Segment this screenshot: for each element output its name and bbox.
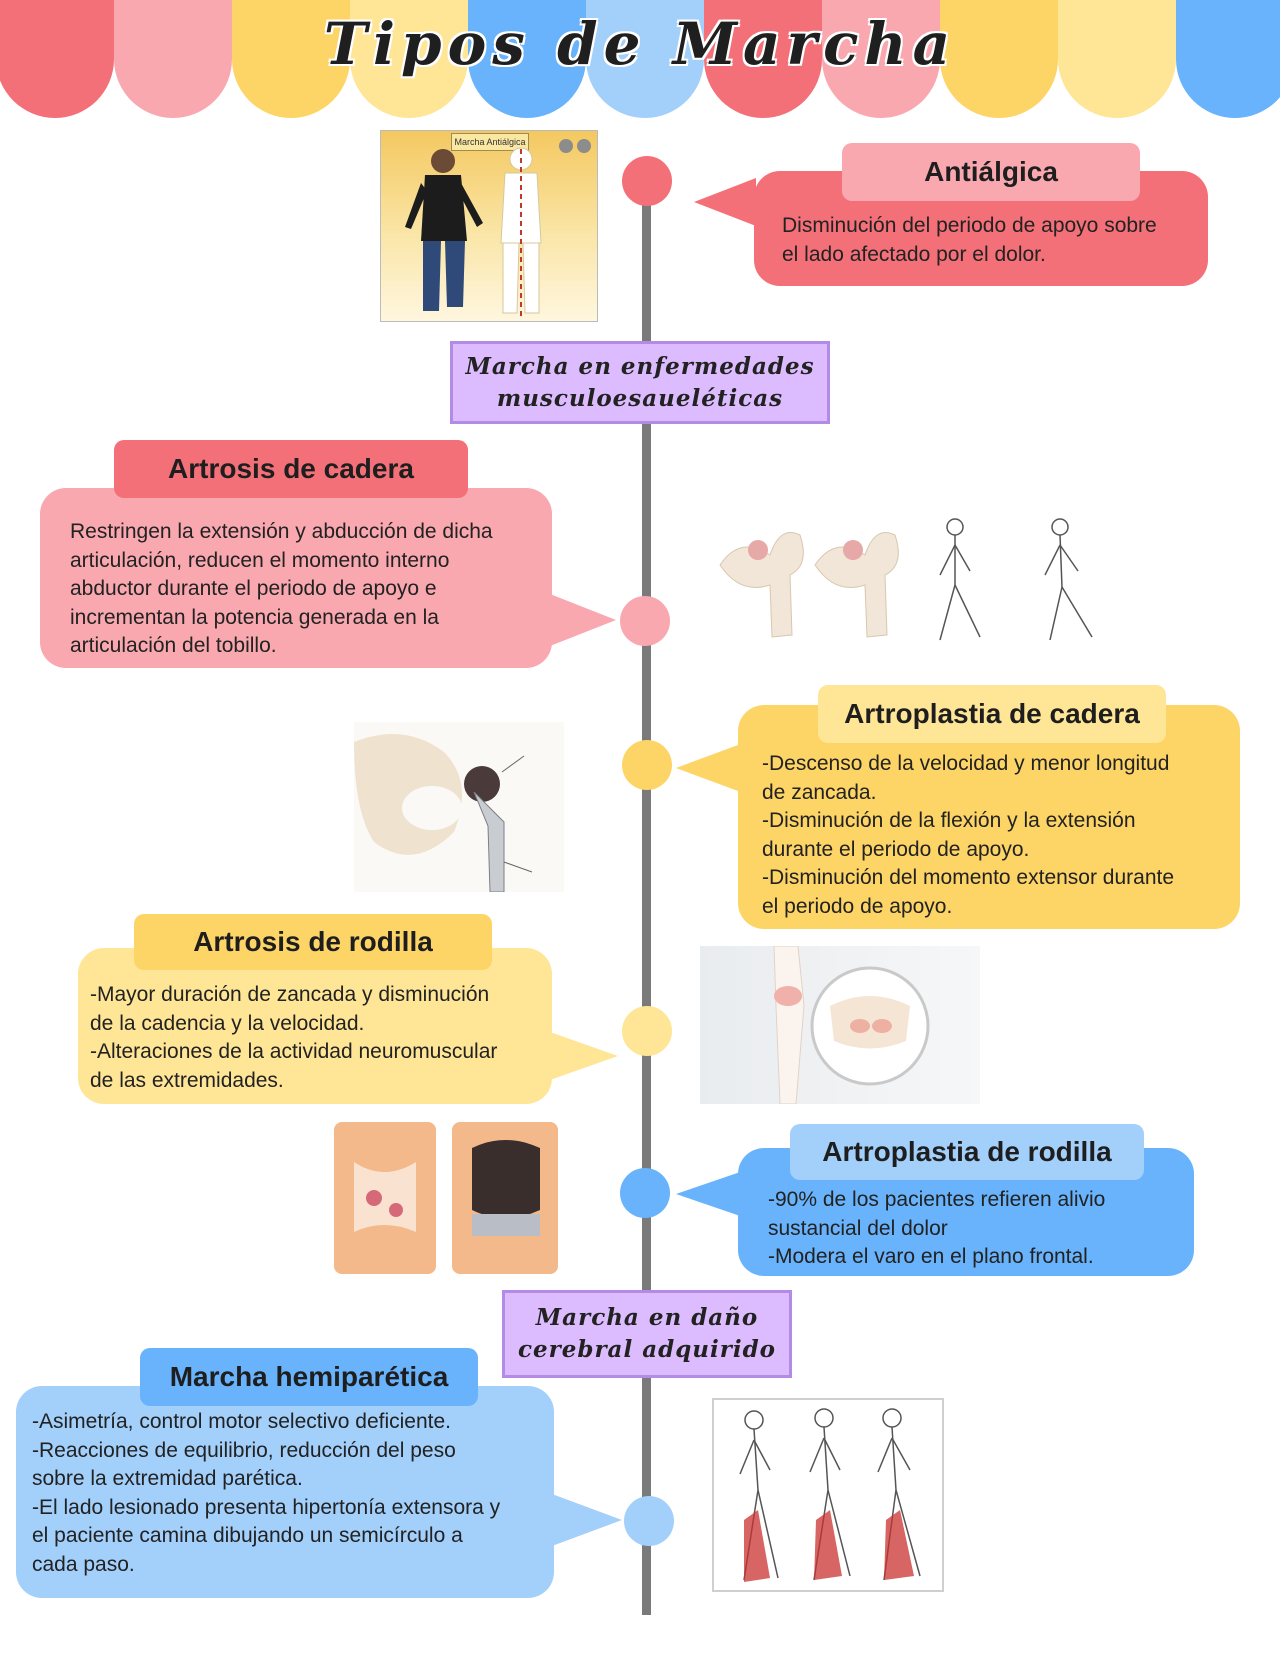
awning-scallop (940, 0, 1058, 118)
text-line: de zancada. (762, 780, 877, 804)
section-label-line: cerebral adquirido (517, 1336, 777, 1363)
artrosis-rodilla-bubble: -Mayor duración de zancada y disminución… (78, 948, 552, 1104)
close-icon (577, 139, 591, 153)
text-line: sobre la extremidad parética. (32, 1467, 303, 1490)
awning-scallop (1058, 0, 1176, 118)
page-title: Tipos de Marcha (323, 10, 957, 78)
artrosis-rodilla-illustration (700, 946, 980, 1104)
timeline-dot (620, 596, 670, 646)
text-line: el periodo de apoyo. (762, 894, 953, 918)
close-icon (559, 139, 573, 153)
text-line: incrementan la potencia generada en la (70, 605, 439, 629)
walking-man-icon (405, 147, 542, 317)
hemiparetica-title: Marcha hemiparética (140, 1348, 478, 1406)
hip-prosthesis-icon (354, 734, 533, 892)
text-line: Disminución del periodo de apoyo sobre (782, 214, 1157, 237)
hemiparetic-gait-icon (739, 1408, 921, 1582)
bubble-pointer (550, 1032, 618, 1080)
text-line: -Descenso de la velocidad y menor longit… (762, 752, 1170, 775)
knee-icon (773, 946, 930, 1104)
awning-scallop (0, 0, 114, 118)
bubble-pointer (676, 742, 746, 794)
text-line: -Asimetría, control motor selectivo defi… (32, 1410, 451, 1433)
text-line: articulación, reducen el momento interno (70, 548, 450, 572)
awning-scallop (114, 0, 232, 118)
text-line: -Disminución de la flexión y la extensió… (762, 809, 1136, 832)
timeline-dot (622, 1006, 672, 1056)
artroplastia-cadera-title: Artroplastia de cadera (818, 685, 1166, 743)
text-line: el lado afectado por el dolor. (782, 242, 1046, 266)
artrosis-rodilla-title: Artrosis de rodilla (134, 914, 492, 970)
text-line: articulación del tobillo. (70, 634, 277, 657)
section-label-line: Marcha en daño (535, 1304, 759, 1331)
awning-scallop (350, 0, 468, 118)
awning-scallop (232, 0, 350, 118)
awning-scallop (586, 0, 704, 118)
text-line: -90% de los pacientes refieren alivio (768, 1188, 1106, 1211)
awning-scallop (704, 0, 822, 118)
text-line: cada paso. (32, 1552, 135, 1576)
text-line: de las extremidades. (90, 1068, 284, 1092)
artrosis-cadera-illustration (700, 505, 1130, 645)
illustration-caption: Marcha Antiálgica (451, 133, 529, 151)
timeline-axis (642, 170, 651, 1615)
antialgica-title: Antiálgica (842, 143, 1140, 201)
text-line: -Disminución del momento extensor durant… (762, 866, 1175, 889)
section-label-musculoesqueleticas: Marcha en enfermedades musculoesauelétic… (450, 341, 830, 424)
timeline-dot (622, 740, 672, 790)
artroplastia-rodilla-title: Artroplastia de rodilla (790, 1124, 1144, 1180)
bubble-pointer (550, 594, 616, 646)
artrosis-cadera-title: Artrosis de cadera (114, 440, 468, 498)
hemiparetica-bubble: -Asimetría, control motor selectivo defi… (16, 1386, 554, 1598)
text-line: el paciente camina dibujando un semicírc… (32, 1524, 463, 1547)
artroplastia-cadera-illustration (354, 722, 564, 892)
artrosis-cadera-bubble: Restringen la extensión y abducción de d… (40, 488, 552, 668)
text-line: abductor durante el periodo de apoyo e (70, 577, 437, 600)
bubble-pointer (676, 1170, 746, 1218)
section-label-line: musculoesaueléticas (496, 384, 784, 412)
hip-bones-icon (719, 518, 1093, 641)
hemiparetica-illustration (712, 1398, 944, 1592)
awning-scallop (822, 0, 940, 118)
awning-scallop (1176, 0, 1280, 118)
awning-scallop (468, 0, 586, 118)
text-line: -Mayor duración de zancada y disminución (90, 983, 490, 1006)
section-label-dano-cerebral: Marcha en daño cerebral adquirido (502, 1290, 792, 1378)
timeline-dot (620, 1168, 670, 1218)
artroplastia-rodilla-illustration (334, 1122, 560, 1274)
text-line: -El lado lesionado presenta hipertonía e… (32, 1495, 501, 1519)
bubble-pointer (552, 1494, 622, 1546)
text-line: de la cadencia y la velocidad. (90, 1011, 365, 1035)
antialgica-illustration: Marcha Antiálgica (380, 130, 598, 322)
text-line: -Modera el varo en el plano frontal. (768, 1245, 1094, 1268)
text-line: -Reacciones de equilibrio, reducción del… (32, 1438, 456, 1462)
bubble-pointer (694, 178, 756, 226)
knee-prosthesis-icon (334, 1122, 558, 1274)
text-line: sustancial del dolor (768, 1216, 948, 1240)
timeline-dot (624, 1496, 674, 1546)
text-line: durante el periodo de apoyo. (762, 837, 1030, 861)
section-label-line: Marcha en enfermedades (465, 352, 815, 380)
text-line: Restringen la extensión y abducción de d… (70, 520, 493, 543)
timeline-dot (622, 156, 672, 206)
text-line: -Alteraciones de la actividad neuromuscu… (90, 1040, 498, 1063)
